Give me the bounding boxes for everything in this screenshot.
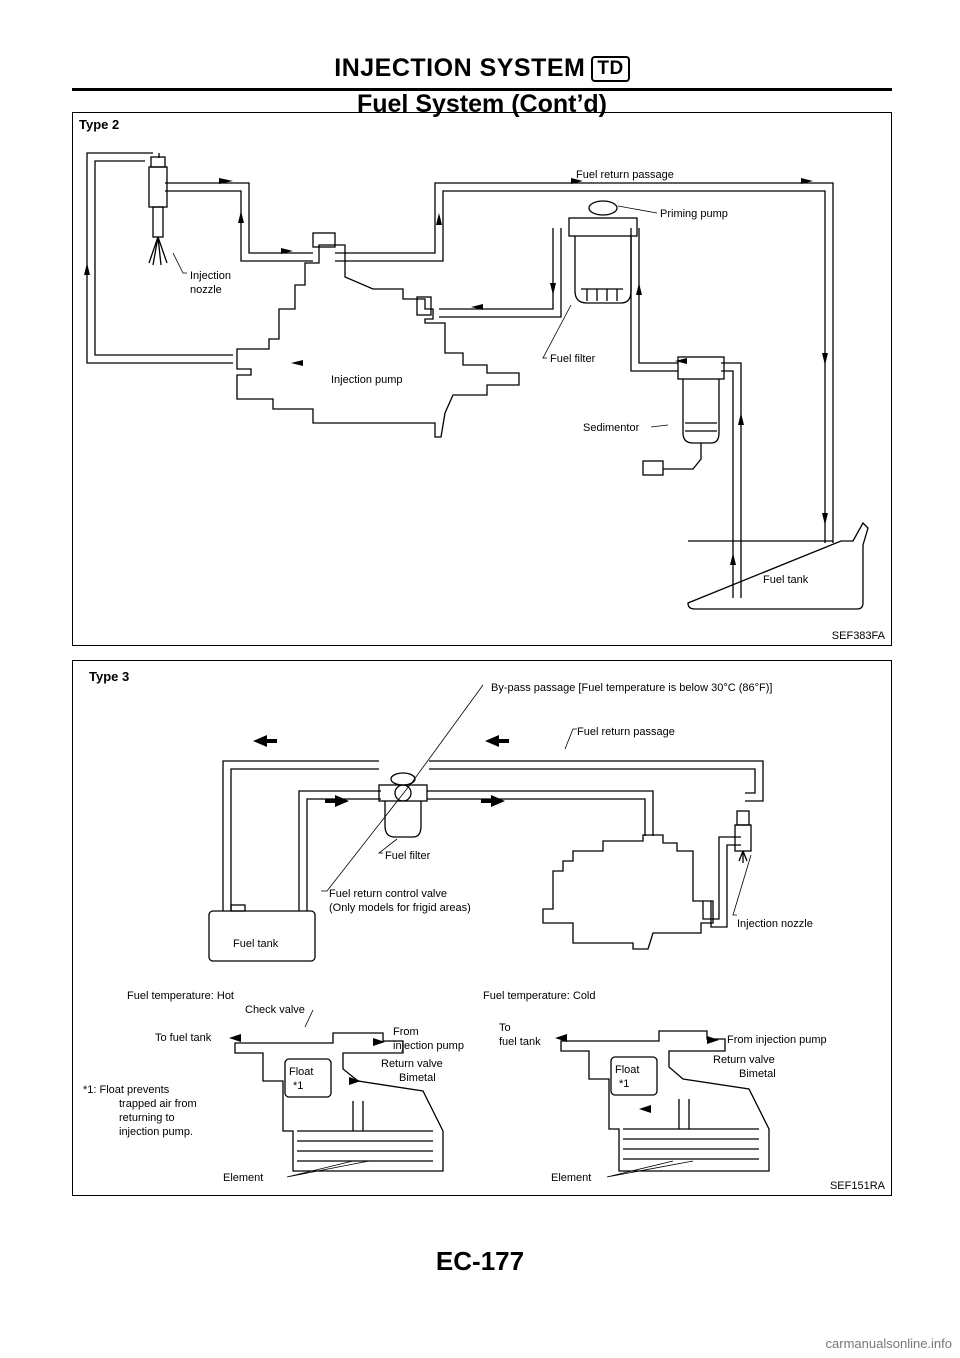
page-number: EC-177 <box>435 1246 525 1276</box>
type2-figure-code: SEF383FA <box>831 630 885 642</box>
t3-fuel-tank-label: Fuel tank <box>233 938 279 950</box>
hot-bimetal-label: Bimetal <box>399 1072 436 1084</box>
cold-bimetal-label: Bimetal <box>739 1068 776 1080</box>
t3-control-valve-note: (Only models for frigid areas) <box>329 902 471 914</box>
watermark: carmanualsonline.info <box>825 1336 952 1351</box>
hot-star1-label: *1 <box>293 1080 303 1092</box>
t3-bypass-label: By-pass passage [Fuel temperature is bel… <box>491 682 772 694</box>
t2-fuel-filter-label: Fuel filter <box>550 353 596 365</box>
cold-star1-label: *1 <box>619 1078 629 1090</box>
t3-control-valve-label: Fuel return control valve <box>329 888 447 900</box>
type2-diagram: Type 2 <box>72 112 892 646</box>
hot-float-label: Float <box>289 1066 313 1078</box>
type2-title: Type 2 <box>79 117 119 132</box>
t3-fuel-return-label: Fuel return passage <box>577 726 675 738</box>
note-line4: injection pump. <box>119 1126 193 1138</box>
note-line2: trapped air from <box>119 1098 197 1110</box>
type3-figure-code: SEF151RA <box>829 1180 885 1192</box>
type2-schematic: Type 2 <box>79 117 869 610</box>
t2-priming-pump-label: Priming pump <box>660 208 728 220</box>
t2-fuel-return-label: Fuel return passage <box>576 169 674 181</box>
cold-to-label: To <box>499 1022 511 1034</box>
hot-element-label: Element <box>223 1172 263 1184</box>
t2-fuel-tank-label: Fuel tank <box>763 574 809 586</box>
t3-fuel-filter-label: Fuel filter <box>385 850 431 862</box>
page-subtitle: Fuel System (Cont’d) <box>356 90 607 118</box>
hot-injection-pump-label: injection pump <box>393 1040 464 1052</box>
engine-badge: TD <box>591 56 630 82</box>
cold-from-injection-pump-label: From injection pump <box>727 1034 827 1046</box>
t3-injection-nozzle-label: Injection nozzle <box>737 918 813 930</box>
cold-float-label: Float <box>615 1064 639 1076</box>
type3-schematic: Type 3 <box>83 669 827 1184</box>
cold-element-label: Element <box>551 1172 591 1184</box>
cold-fuel-tank-label: fuel tank <box>499 1036 541 1048</box>
hot-return-valve-label: Return valve <box>381 1058 443 1070</box>
type3-title: Type 3 <box>89 669 129 684</box>
cold-heading: Fuel temperature: Cold <box>483 990 596 1002</box>
t2-injection-label: Injection <box>190 270 231 282</box>
hot-from-label: From <box>393 1026 419 1038</box>
type3-diagram: Type 3 <box>72 660 892 1196</box>
check-valve-label: Check valve <box>245 1004 305 1016</box>
hot-to-fuel-tank-label: To fuel tank <box>155 1032 212 1044</box>
note-line3: returning to <box>119 1112 175 1124</box>
cold-return-valve-label: Return valve <box>713 1054 775 1066</box>
t2-sedimentor-label: Sedimentor <box>583 422 640 434</box>
hot-heading: Fuel temperature: Hot <box>127 990 234 1002</box>
note-line1: *1: Float prevents <box>83 1084 170 1096</box>
t2-nozzle-label: nozzle <box>190 284 222 296</box>
t2-injection-pump-label: Injection pump <box>331 374 403 386</box>
